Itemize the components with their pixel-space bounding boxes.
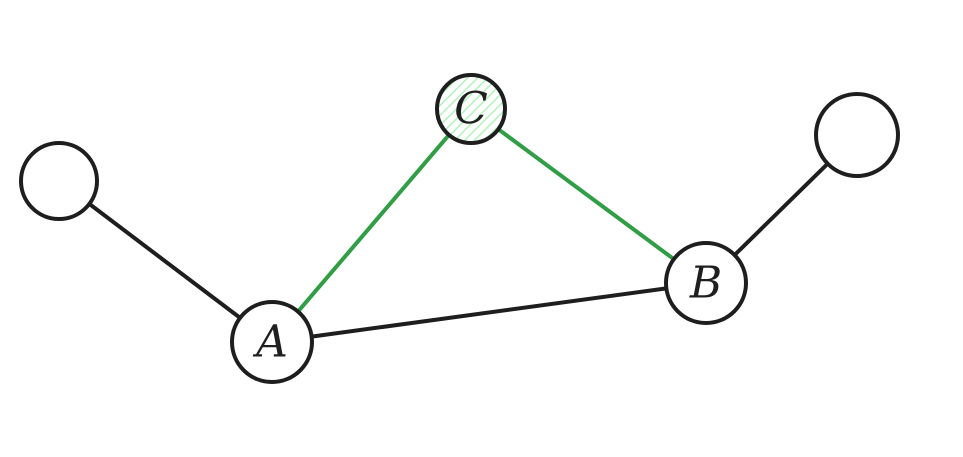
node-c: C — [435, 73, 507, 145]
node-a: A — [230, 300, 314, 384]
edge-b-right — [732, 161, 830, 257]
edge-a-b — [309, 286, 669, 339]
node-label: B — [689, 258, 722, 309]
node-circle — [664, 241, 748, 325]
node-circle — [19, 141, 99, 221]
edge-c-b — [496, 127, 676, 262]
node-right — [814, 92, 900, 178]
node-label: C — [454, 84, 488, 135]
node-label: A — [252, 317, 288, 368]
edge-a-c — [296, 132, 451, 314]
node-circle — [435, 73, 507, 145]
node-left — [19, 141, 99, 221]
edge-left-a — [87, 201, 243, 320]
nodes-layer: A B C — [19, 73, 900, 384]
node-circle — [814, 92, 900, 178]
edges-layer — [87, 127, 830, 339]
node-circle — [230, 300, 314, 384]
node-b: B — [664, 241, 748, 325]
